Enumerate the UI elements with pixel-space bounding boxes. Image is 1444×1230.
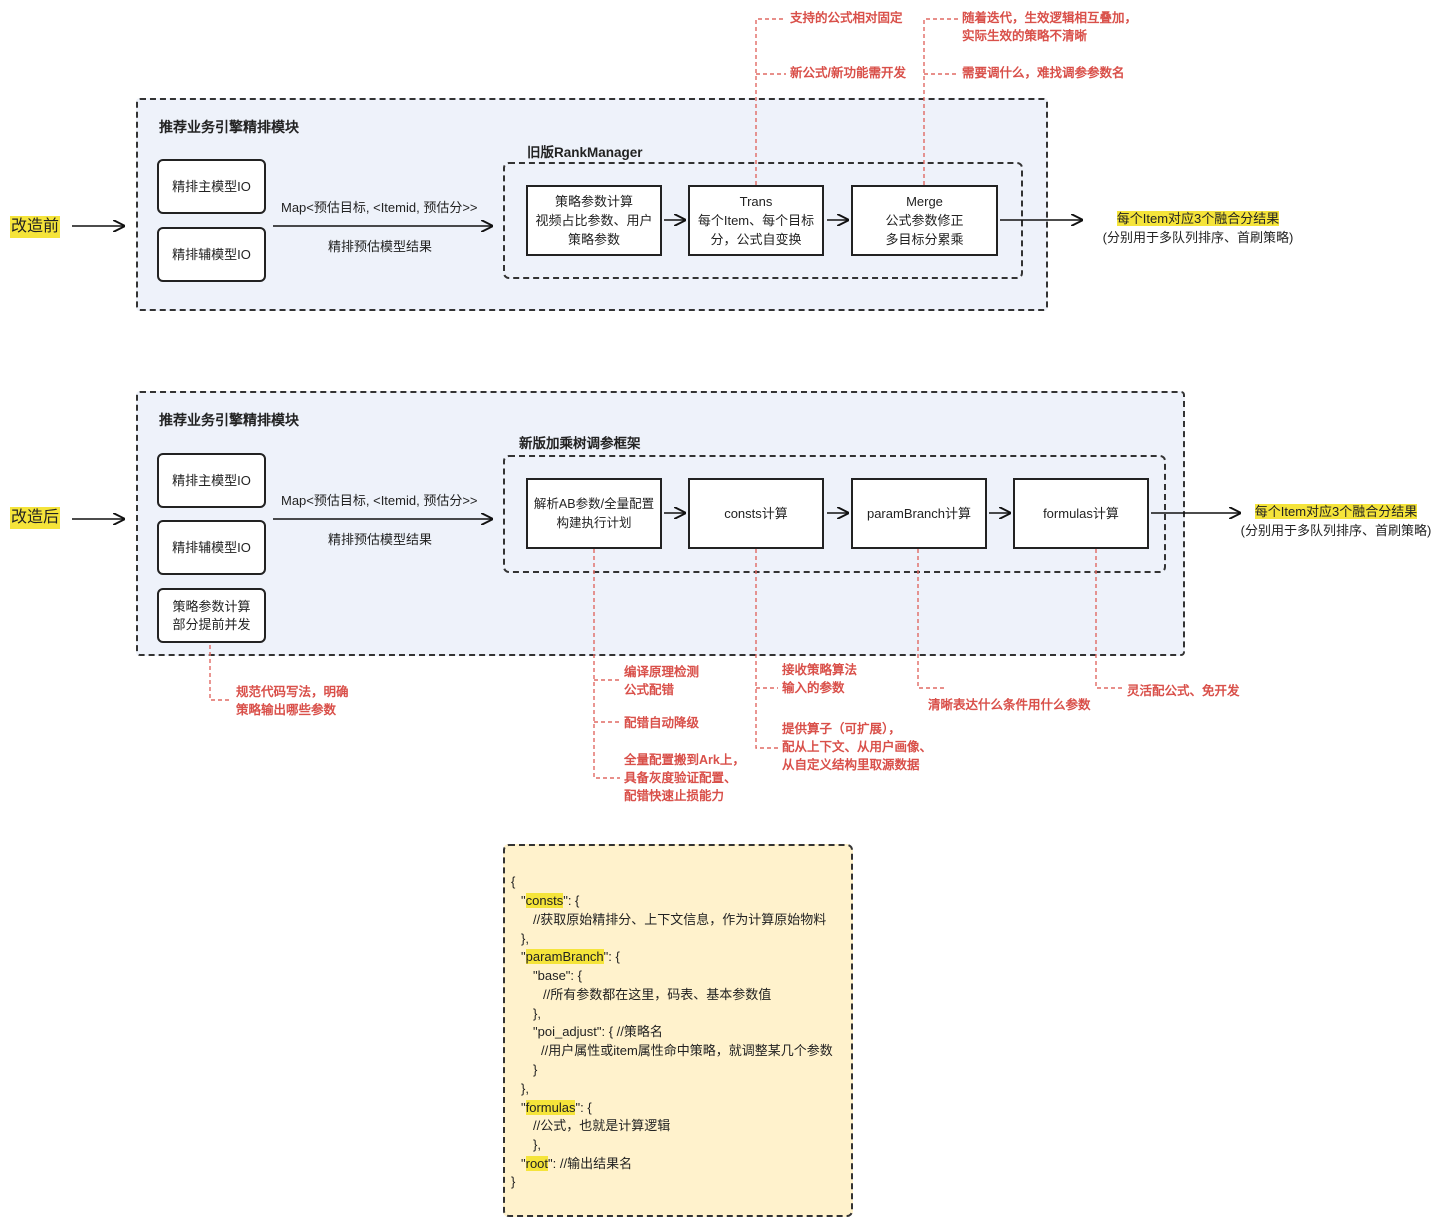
after-result-line2: (分别用于多队列排序、首刷策略) [1240,523,1432,538]
after-note-flexible-formula: 灵活配公式、免开发 [1127,684,1240,698]
code-root-key: root [525,1156,549,1171]
after-inner-frame [503,455,1166,573]
after-step-parse-ab: 解析AB参数/全量配置 构建执行计划 [526,478,662,549]
after-step-consts: consts计算 [688,478,824,549]
code-root-line: "root": //输出结果名 [521,1156,633,1171]
after-note-compile-check: 编译原理检测 公式配错 [624,665,700,697]
after-note-auto-degrade: 配错自动降级 [624,716,700,730]
before-note-logic-overlap: 随着迭代，生效逻辑相互叠加， 实际生效的策略不清晰 [962,11,1138,43]
after-step-parambranch: paramBranch计算 [851,478,987,549]
code-base-line: "base": { [533,968,582,983]
before-io-aux: 精排辅模型IO [157,227,266,282]
before-map-sublabel: 精排预估模型结果 [328,239,433,254]
after-io-main: 精排主模型IO [157,453,266,508]
before-result-line2: (分别用于多队列排序、首刷策略) [1102,230,1294,245]
before-step-merge: Merge 公式参数修正 多目标分累乘 [851,185,998,256]
code-poi-close: } [533,1062,538,1077]
after-step-formulas: formulas计算 [1013,478,1149,549]
before-step-trans: Trans 每个Item、每个目标 分，公式自变换 [688,185,824,256]
after-map-sublabel: 精排预估模型结果 [328,532,433,547]
before-result: 每个Item对应3个融合分结果 (分别用于多队列排序、首刷策略) [1098,209,1298,247]
before-note-need-dev: 新公式/新功能需开发 [790,66,906,80]
code-poi-line: "poi_adjust": { //策略名 [533,1024,663,1039]
config-code-block: { "consts": { //获取原始精排分、上下文信息，作为计算原始物料 }… [503,844,853,1217]
code-param-key: paramBranch [525,949,604,964]
after-io-aux: 精排辅模型IO [157,520,266,575]
before-note-fixed-formula: 支持的公式相对固定 [790,11,903,25]
code-consts-key: consts [525,893,564,908]
code-formulas-line: "formulas": { [521,1100,592,1115]
after-map-label: Map<预估目标, <Itemid, 预估分>> [281,493,478,508]
code-formulas-close: }, [533,1137,541,1152]
code-close: } [511,1174,516,1189]
before-inner-title: 旧版RankManager [527,145,643,160]
before-io-main: 精排主模型IO [157,159,266,214]
after-io-strategy-precompute: 策略参数计算 部分提前并发 [157,588,266,643]
before-module-title: 推荐业务引擎精排模块 [159,119,299,135]
code-formulas-comment: //公式，也就是计算逻辑 [533,1118,671,1133]
code-param-close: }, [521,1081,529,1096]
after-side-label: 改造后 [10,507,61,529]
before-map-label: Map<预估目标, <Itemid, 预估分>> [281,200,478,215]
code-poi-comment: //用户属性或item属性命中策略，就调整某几个参数 [541,1043,833,1058]
before-result-line1: 每个Item对应3个融合分结果 [1116,211,1280,226]
after-result: 每个Item对应3个融合分结果 (分别用于多队列排序、首刷策略) [1236,502,1436,540]
after-result-line1: 每个Item对应3个融合分结果 [1254,504,1418,519]
after-note-condition-params: 清晰表达什么条件用什么参数 [928,698,1091,712]
code-formulas-key: formulas [525,1100,576,1115]
after-module-title: 推荐业务引擎精排模块 [159,412,299,428]
after-inner-title: 新版加乘树调参框架 [519,436,641,451]
code-consts-line: "consts": { [521,893,580,908]
code-consts-close: }, [521,931,529,946]
after-note-ark-config: 全量配置搬到Ark上， 具备灰度验证配置、 配错快速止损能力 [624,753,745,803]
code-consts-comment: //获取原始精排分、上下文信息，作为计算原始物料 [533,912,827,927]
before-side-label: 改造前 [10,216,61,238]
before-step-strategy: 策略参数计算 视频占比参数、用户 策略参数 [526,185,662,256]
after-note-operators: 提供算子（可扩展）， 配从上下文、从用户画像、 从自定义结构里取源数据 [782,722,933,772]
code-base-close: }, [533,1006,541,1021]
code-base-comment: //所有参数都在这里，码表、基本参数值 [543,987,772,1002]
before-note-param-name: 需要调什么，难找调参参数名 [962,66,1125,80]
after-note-receive-params: 接收策略算法 输入的参数 [782,663,858,695]
code-param-line: "paramBranch": { [521,949,620,964]
after-note-code-standard: 规范代码写法，明确 策略输出哪些参数 [236,685,349,717]
code-open: { [511,874,516,889]
